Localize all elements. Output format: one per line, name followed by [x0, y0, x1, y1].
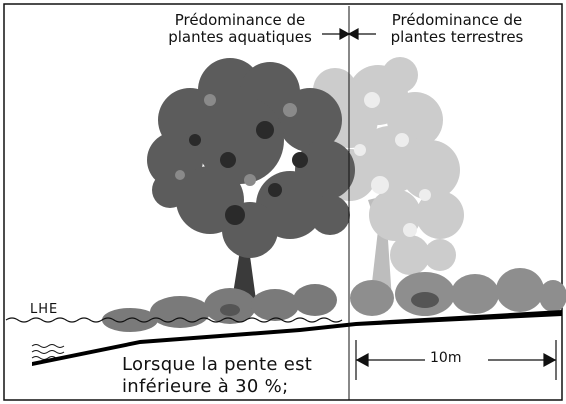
diagram-border [3, 3, 563, 401]
shrubs [102, 268, 566, 332]
water-line [5, 317, 343, 323]
ground-slope [32, 310, 562, 366]
water-level-label: LHE [30, 302, 59, 317]
dimension-marker [355, 340, 557, 380]
aquatic-zone-label-line2: plantes aquatiques [168, 28, 312, 46]
aquatic-tree [147, 58, 355, 300]
slope-caption-line2: inférieure à 30 %; [122, 376, 289, 397]
slope-caption: Lorsque la pente est inférieure à 30 %; [122, 354, 312, 398]
terrestrial-zone-label-line1: Prédominance de [391, 11, 523, 29]
terrestrial-zone-label: Prédominance de plantes terrestres [372, 12, 542, 46]
aquatic-zone-label-line1: Prédominance de [174, 11, 306, 29]
boundary-arrows-icon [322, 27, 376, 41]
slope-caption-line1: Lorsque la pente est [122, 354, 313, 375]
terrestrial-zone-label-line2: plantes terrestres [390, 28, 524, 46]
aquatic-zone-label: Prédominance de plantes aquatiques [150, 12, 330, 46]
distance-label: 10m [430, 350, 462, 366]
water-ripples [31, 344, 65, 360]
